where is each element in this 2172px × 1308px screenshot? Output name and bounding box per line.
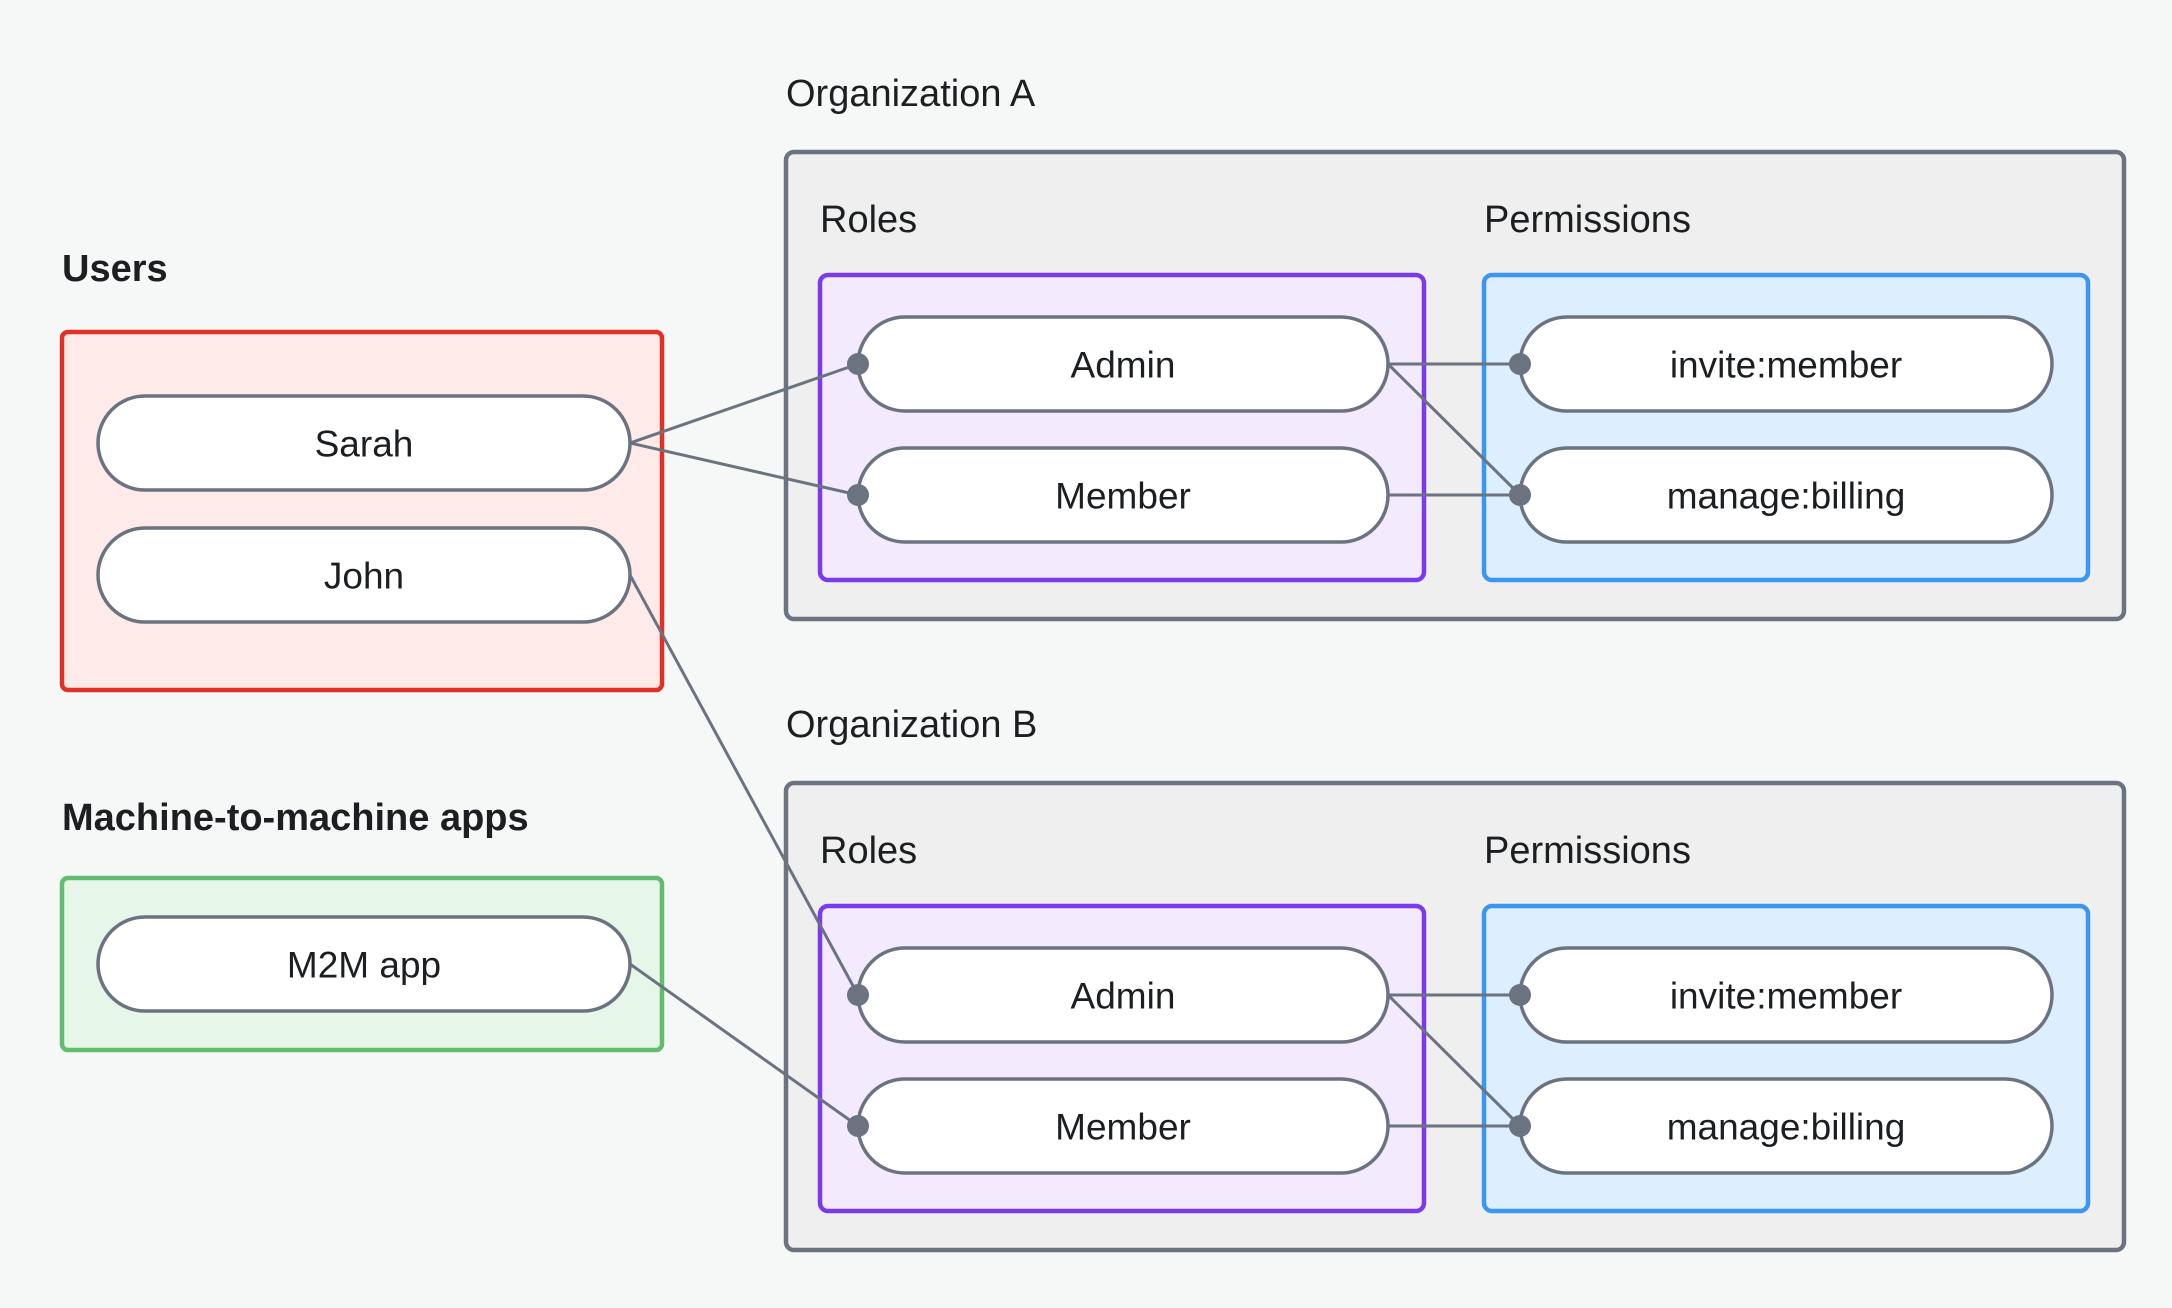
org-b-permission-node-invite-member[interactable]: invite:member <box>1518 946 2054 1044</box>
m2m-section-title: Machine-to-machine apps <box>62 797 529 839</box>
m2m-node-app[interactable]: M2M app <box>96 915 632 1013</box>
users-container <box>59 329 665 693</box>
org-b-role-node-member[interactable]: Member <box>856 1077 1390 1175</box>
dot-org-b-admin <box>847 984 869 1006</box>
org-b-title: Organization B <box>786 704 1037 746</box>
org-a-permission-label-manage-billing: manage:billing <box>1667 476 1906 517</box>
dot-org-b-member <box>847 1115 869 1137</box>
org-a-role-node-admin[interactable]: Admin <box>856 315 1390 413</box>
user-label-john: John <box>324 556 404 597</box>
m2m-label-app: M2M app <box>287 945 441 986</box>
org-b-role-node-admin[interactable]: Admin <box>856 946 1390 1044</box>
user-label-sarah: Sarah <box>315 424 414 465</box>
org-a-permission-node-invite-member[interactable]: invite:member <box>1518 315 2054 413</box>
org-b-permission-node-manage-billing[interactable]: manage:billing <box>1518 1077 2054 1175</box>
dot-org-a-admin <box>847 353 869 375</box>
org-a-permission-node-manage-billing[interactable]: manage:billing <box>1518 446 2054 544</box>
org-b-roles-label: Roles <box>820 830 917 872</box>
org-a-role-node-member[interactable]: Member <box>856 446 1390 544</box>
org-a-role-label-member: Member <box>1055 476 1191 517</box>
org-b-role-label-admin: Admin <box>1071 976 1176 1017</box>
user-node-john[interactable]: John <box>96 526 632 624</box>
org-b-permissions-label: Permissions <box>1484 830 1691 872</box>
org-a-title: Organization A <box>786 73 1036 115</box>
dot-org-a-invite-member <box>1509 353 1531 375</box>
org-a-role-label-admin: Admin <box>1071 345 1176 386</box>
edge-sarah-to-org-a-admin <box>629 362 859 445</box>
org-b-role-label-member: Member <box>1055 1107 1191 1148</box>
edge-m2m-to-org-b-member <box>629 962 859 1128</box>
edge-endpoint-dots <box>847 353 1531 1137</box>
edge-org-a-admin-to-manage-billing <box>1386 362 1522 497</box>
edge-sarah-to-org-a-member <box>629 441 859 497</box>
users-section-title: Users <box>62 248 168 290</box>
edge-john-to-org-b-admin <box>628 574 860 996</box>
org-a-permission-label-invite-member: invite:member <box>1670 345 1902 386</box>
connection-edges <box>628 362 1522 1128</box>
dot-org-a-member <box>847 484 869 506</box>
dot-org-b-manage-billing <box>1509 1115 1531 1137</box>
user-pill-john-shape[interactable] <box>96 526 632 624</box>
org-a-roles-label: Roles <box>820 199 917 241</box>
org-a-permissions-label: Permissions <box>1484 199 1691 241</box>
user-node-sarah[interactable]: Sarah <box>96 394 632 492</box>
edge-org-b-admin-to-manage-billing <box>1386 993 1522 1128</box>
dot-org-a-manage-billing <box>1509 484 1531 506</box>
dot-org-b-invite-member <box>1509 984 1531 1006</box>
user-pill-sarah-shape[interactable] <box>96 394 632 492</box>
m2m-pill-shape[interactable] <box>96 915 632 1013</box>
org-b-permission-label-manage-billing: manage:billing <box>1667 1107 1906 1148</box>
org-b-permission-label-invite-member: invite:member <box>1670 976 1902 1017</box>
